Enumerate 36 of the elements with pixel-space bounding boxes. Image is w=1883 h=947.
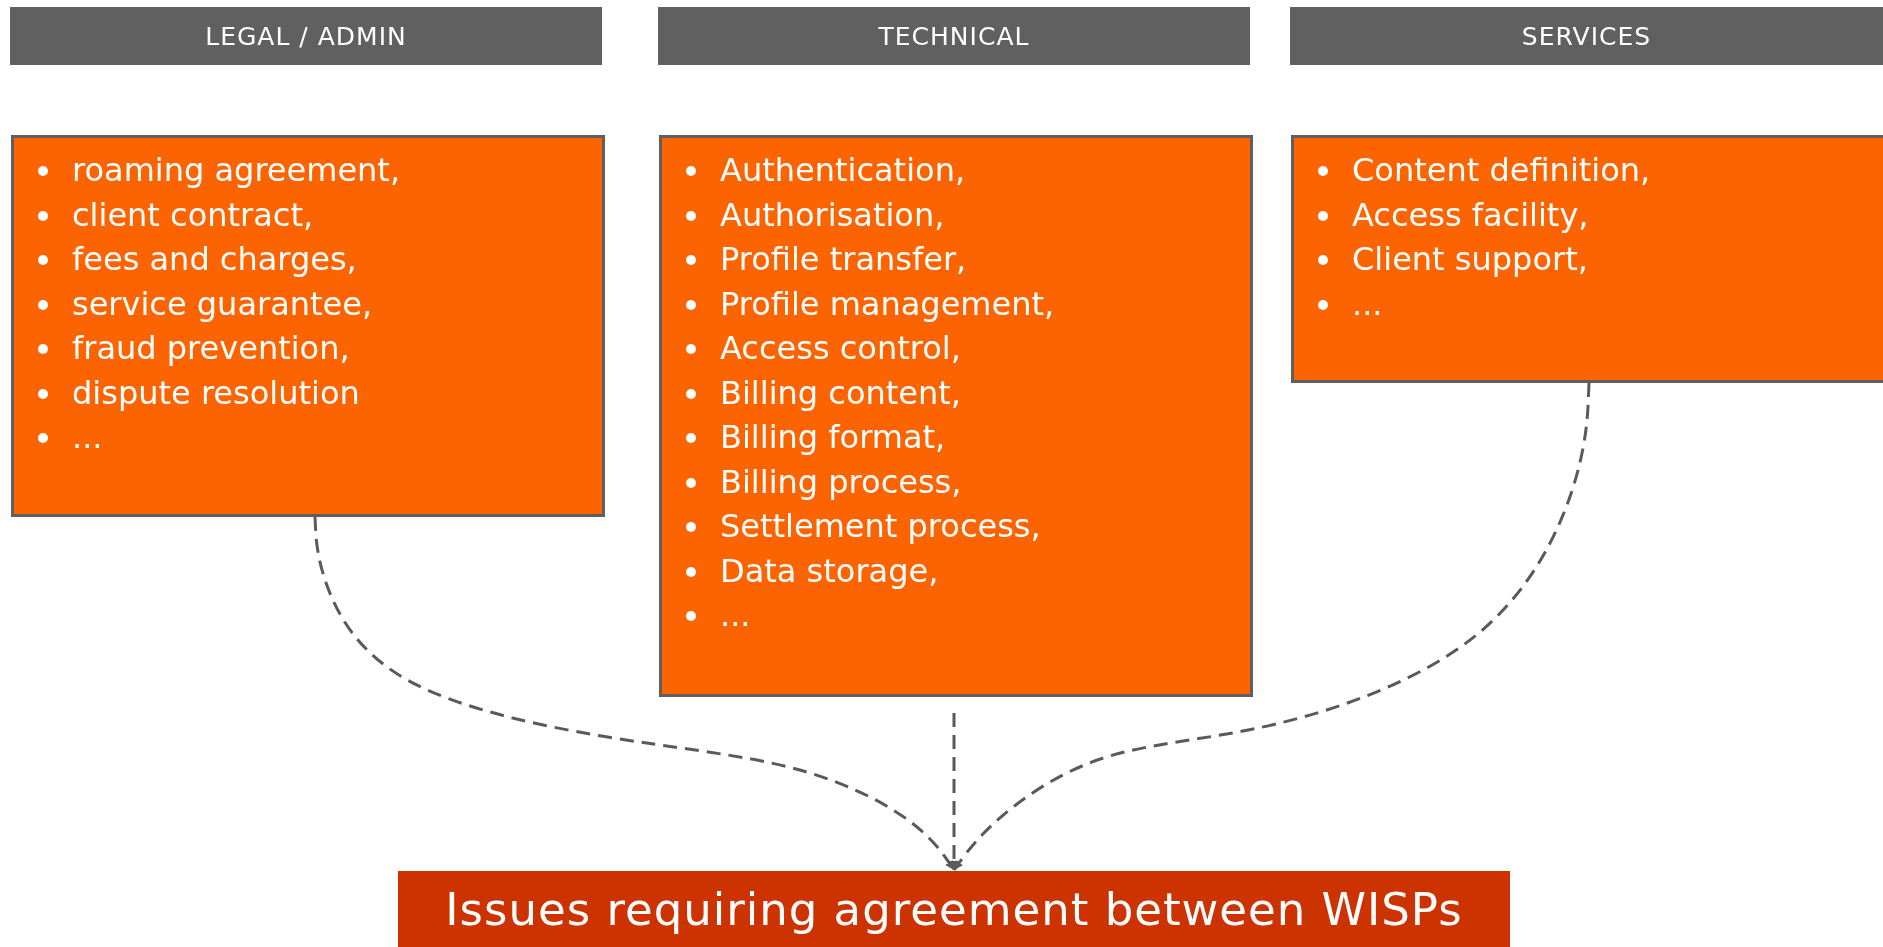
- list-item: fraud prevention,: [72, 328, 350, 369]
- issue-list-box: [1291, 135, 1883, 383]
- issue-list-box: [11, 135, 605, 517]
- list-item: Access control,: [720, 328, 961, 369]
- list-item: Settlement process,: [720, 506, 1041, 547]
- header-text: SERVICES: [1521, 21, 1652, 51]
- list-item: Authorisation,: [720, 194, 945, 236]
- issue-list-box: [659, 135, 1253, 697]
- header-text: TECHNICAL: [878, 21, 1030, 51]
- conclusion-text: Issues requiring agreement between WISPs: [445, 883, 1463, 936]
- category-header: [10, 7, 602, 65]
- list-item: fees and charges,: [72, 239, 357, 280]
- list-item: Data storage,: [720, 550, 939, 592]
- list-item: service guarantee,: [72, 283, 373, 325]
- conclusion-box: [398, 871, 1510, 947]
- dashed-arrow: [313, 516, 956, 871]
- list-item: Authentication,: [720, 150, 966, 191]
- dashed-arrow: [949, 713, 959, 870]
- list-item: Access facility,: [1352, 194, 1589, 236]
- header-text: LEGAL / ADMIN: [205, 21, 407, 51]
- list-item: client contract,: [72, 194, 314, 236]
- list-item: Client support,: [1352, 239, 1588, 280]
- list-item: ...: [1352, 283, 1383, 325]
- list-item: ...: [72, 417, 103, 458]
- list-item: Billing process,: [720, 461, 962, 503]
- list-item: dispute resolution: [72, 372, 360, 414]
- list-item: Content definition,: [1352, 150, 1651, 191]
- list-item: Profile management,: [720, 283, 1055, 325]
- list-item: Billing format,: [720, 417, 946, 458]
- list-item: Billing content,: [720, 372, 961, 414]
- list-item: ...: [720, 595, 751, 636]
- category-header: [1290, 7, 1883, 65]
- list-item: Profile transfer,: [720, 239, 967, 280]
- dashed-arrow: [952, 382, 1591, 871]
- list-item: roaming agreement,: [72, 150, 401, 191]
- category-header: [658, 7, 1250, 65]
